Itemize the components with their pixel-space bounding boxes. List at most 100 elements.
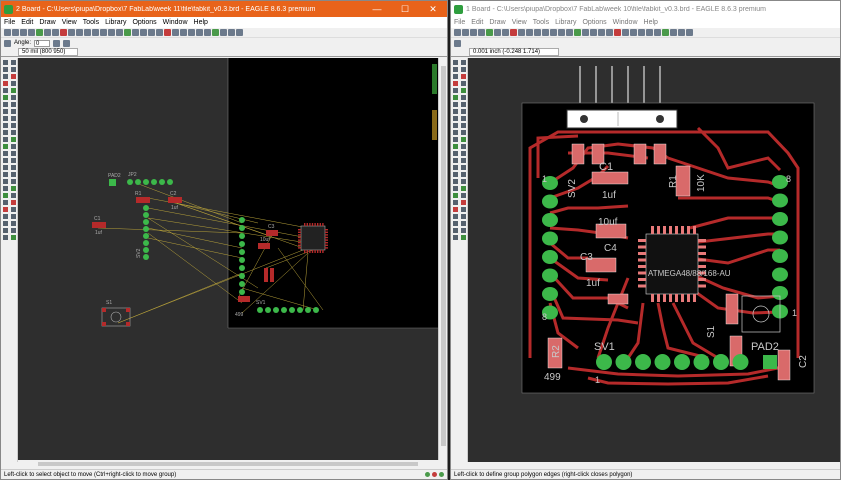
command-tool-icon[interactable]	[461, 88, 466, 93]
command-tool-icon[interactable]	[461, 130, 466, 135]
toolbar-icon[interactable]	[12, 29, 19, 36]
toolbar-icon[interactable]	[590, 29, 597, 36]
command-tool-icon[interactable]	[453, 186, 458, 191]
toolbar-icon[interactable]	[68, 29, 75, 36]
command-tool-icon[interactable]	[461, 151, 466, 156]
command-tool-icon[interactable]	[3, 95, 8, 100]
left-vertical-scroll-thumb[interactable]	[441, 66, 446, 446]
toolbar-icon[interactable]	[116, 29, 123, 36]
mirror-icon[interactable]	[53, 39, 61, 47]
command-tool-icon[interactable]	[461, 74, 466, 79]
toolbar-icon[interactable]	[654, 29, 661, 36]
c3-part[interactable]	[266, 230, 278, 236]
toolbar-icon[interactable]	[196, 29, 203, 36]
command-tool-icon[interactable]	[453, 123, 458, 128]
toolbar-icon[interactable]	[92, 29, 99, 36]
command-tool-icon[interactable]	[11, 158, 16, 163]
toolbar-icon[interactable]	[44, 29, 51, 36]
toolbar-icon[interactable]	[180, 29, 187, 36]
command-tool-icon[interactable]	[461, 81, 466, 86]
command-tool-icon[interactable]	[3, 102, 8, 107]
menu-draw[interactable]: Draw	[39, 19, 56, 26]
s1-switch[interactable]	[101, 307, 131, 327]
command-tool-icon[interactable]	[11, 95, 16, 100]
command-tool-icon[interactable]	[11, 151, 16, 156]
command-tool-icon[interactable]	[461, 60, 466, 65]
command-tool-icon[interactable]	[461, 172, 466, 177]
command-tool-icon[interactable]	[461, 186, 466, 191]
menu-library[interactable]: Library	[555, 19, 577, 26]
command-tool-icon[interactable]	[453, 88, 458, 93]
c1-part[interactable]	[92, 222, 106, 228]
layer-strip-icon[interactable]	[432, 64, 437, 94]
toolbar-icon[interactable]	[542, 29, 549, 36]
right-header-pads[interactable]	[772, 175, 788, 319]
toolbar-icon[interactable]	[124, 29, 131, 36]
menu-window[interactable]: Window	[612, 19, 638, 26]
command-tool-icon[interactable]	[11, 228, 16, 233]
command-tool-icon[interactable]	[461, 144, 466, 149]
command-tool-icon[interactable]	[453, 81, 458, 86]
toolbar-icon[interactable]	[164, 29, 171, 36]
command-tool-icon[interactable]	[3, 179, 8, 184]
layer-icon[interactable]	[4, 39, 11, 47]
toolbar-icon[interactable]	[502, 29, 509, 36]
menu-library[interactable]: Library	[105, 19, 127, 26]
toolbar-icon[interactable]	[462, 29, 469, 36]
layer-icon[interactable]	[454, 39, 461, 47]
command-tool-icon[interactable]	[453, 109, 458, 114]
toolbar-icon[interactable]	[108, 29, 115, 36]
menu-view[interactable]: View	[61, 19, 77, 26]
toolbar-icon[interactable]	[630, 29, 637, 36]
command-tool-icon[interactable]	[11, 144, 16, 149]
crystal-part[interactable]	[264, 268, 268, 282]
command-tool-icon[interactable]	[461, 228, 466, 233]
command-tool-icon[interactable]	[453, 95, 458, 100]
toolbar-icon[interactable]	[478, 29, 485, 36]
command-tool-icon[interactable]	[453, 228, 458, 233]
command-tool-icon[interactable]	[453, 60, 458, 65]
menu-tools[interactable]: Tools	[82, 19, 100, 26]
command-tool-icon[interactable]	[3, 137, 8, 142]
command-tool-icon[interactable]	[3, 221, 8, 226]
menu-file[interactable]: File	[454, 19, 466, 26]
command-tool-icon[interactable]	[11, 172, 16, 177]
menu-help[interactable]: Help	[193, 19, 208, 26]
toolbar-icon[interactable]	[84, 29, 91, 36]
command-tool-icon[interactable]	[11, 116, 16, 121]
toolbar-icon[interactable]	[470, 29, 477, 36]
menu-tools[interactable]: Tools	[532, 19, 550, 26]
command-tool-icon[interactable]	[3, 193, 8, 198]
command-tool-icon[interactable]	[461, 221, 466, 226]
angle-input[interactable]: 0	[34, 39, 51, 47]
left-horizontal-scrollbar[interactable]	[18, 460, 440, 468]
command-tool-icon[interactable]	[3, 165, 8, 170]
command-tool-icon[interactable]	[11, 200, 16, 205]
menu-view[interactable]: View	[511, 19, 527, 26]
menu-edit[interactable]: Edit	[21, 19, 34, 26]
layer-strip-icon[interactable]	[432, 110, 437, 140]
toolbar-icon[interactable]	[566, 29, 573, 36]
command-tool-icon[interactable]	[453, 179, 458, 184]
left-board-canvas[interactable]: PAD2 JP2 SV2 C1 1uf C2 1uf R1 S1	[18, 58, 440, 462]
command-tool-icon[interactable]	[11, 235, 16, 240]
command-tool-icon[interactable]	[11, 221, 16, 226]
command-tool-icon[interactable]	[453, 214, 458, 219]
command-tool-icon[interactable]	[461, 214, 466, 219]
command-tool-icon[interactable]	[3, 207, 8, 212]
menu-help[interactable]: Help	[643, 19, 658, 26]
command-tool-icon[interactable]	[453, 74, 458, 79]
command-tool-icon[interactable]	[453, 235, 458, 240]
c2-part[interactable]	[168, 197, 182, 203]
command-tool-icon[interactable]	[11, 179, 16, 184]
toolbar-icon[interactable]	[486, 29, 493, 36]
command-tool-icon[interactable]	[453, 172, 458, 177]
command-tool-icon[interactable]	[461, 193, 466, 198]
command-tool-icon[interactable]	[3, 235, 8, 240]
toolbar-icon[interactable]	[662, 29, 669, 36]
right-titlebar[interactable]: 1 Board - C:\Users\piupa\Dropbox\7 FabLa…	[451, 1, 840, 17]
toolbar-icon[interactable]	[606, 29, 613, 36]
command-tool-icon[interactable]	[461, 200, 466, 205]
command-tool-icon[interactable]	[453, 151, 458, 156]
menu-file[interactable]: File	[4, 19, 16, 26]
